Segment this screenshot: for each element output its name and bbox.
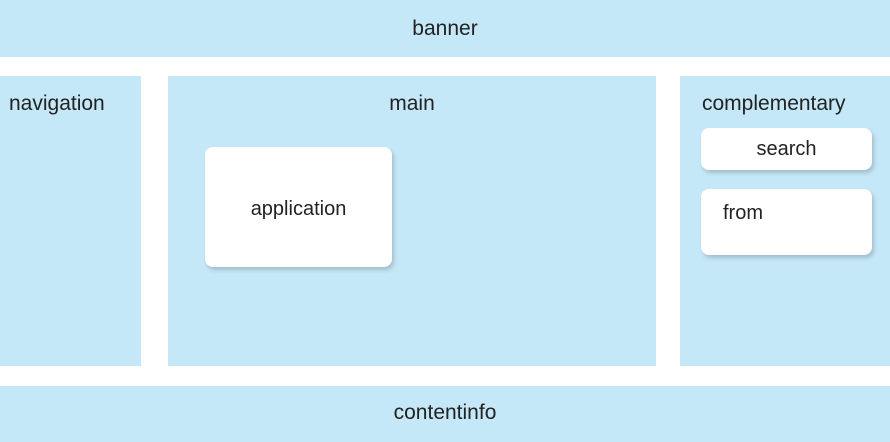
application-label: application bbox=[250, 198, 347, 220]
form-label: from bbox=[723, 202, 763, 224]
complementary-label: complementary bbox=[702, 92, 846, 115]
application-card: application bbox=[205, 147, 392, 267]
banner-label: banner bbox=[412, 17, 478, 40]
form-card: from bbox=[701, 189, 872, 255]
search-label: search bbox=[756, 138, 817, 160]
contentinfo-label: contentinfo bbox=[393, 401, 497, 424]
contentinfo-region: contentinfo bbox=[0, 386, 890, 442]
banner-region: banner bbox=[0, 0, 890, 57]
main-label: main bbox=[389, 92, 435, 115]
search-card: search bbox=[701, 128, 872, 170]
main-region: main application bbox=[168, 76, 656, 366]
navigation-region: navigation bbox=[0, 76, 141, 366]
complementary-region: complementary search from bbox=[680, 76, 890, 366]
navigation-label: navigation bbox=[9, 92, 105, 115]
